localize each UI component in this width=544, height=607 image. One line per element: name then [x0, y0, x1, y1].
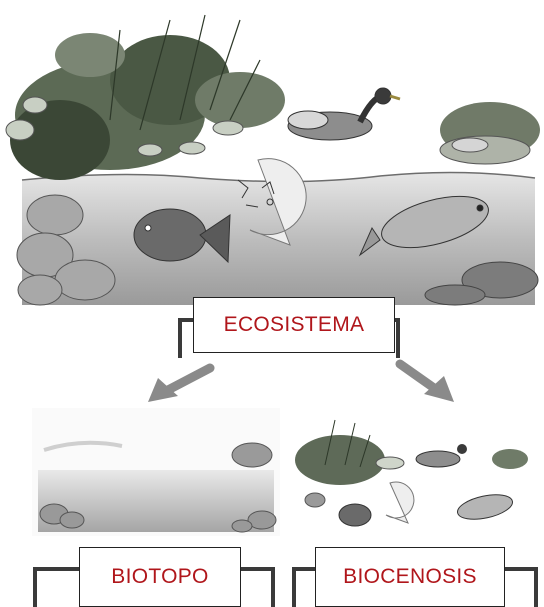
duck [288, 88, 400, 140]
biocenosis-illustration [290, 405, 540, 545]
vegetation-left [10, 33, 285, 180]
biotope-illustration [32, 408, 280, 536]
biocenosis-label: BIOCENOSIS [315, 547, 505, 607]
island-right [440, 102, 540, 164]
ecosystem-illustration [0, 0, 544, 330]
arrow-to-biocenosis [392, 358, 462, 408]
arrow-to-biotope [140, 360, 220, 410]
ecosistema-label: ECOSISTEMA [193, 297, 395, 353]
biotopo-label: BIOTOPO [79, 547, 241, 607]
